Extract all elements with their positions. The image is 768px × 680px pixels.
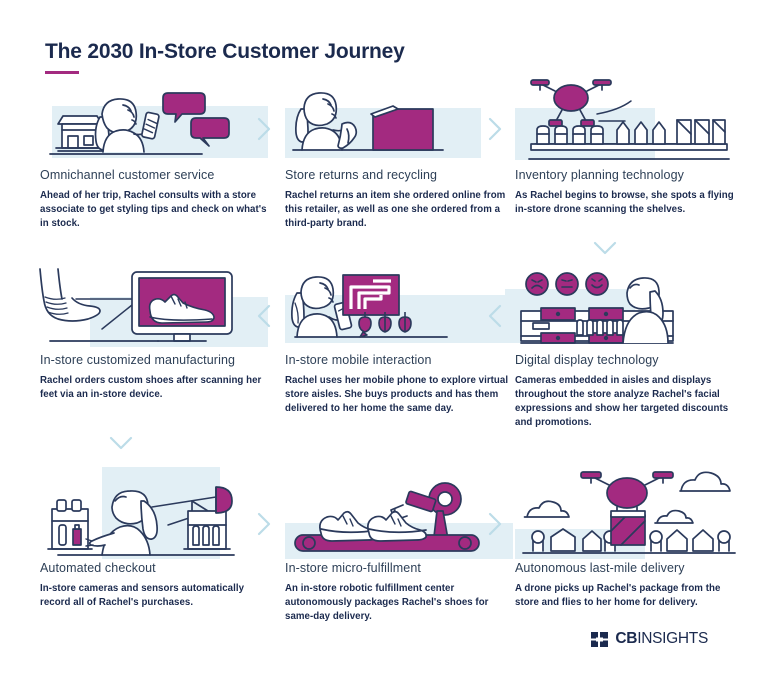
journey-step-7: Automated checkout In-store cameras and … <box>40 467 268 610</box>
step-body: Rachel returns an item she ordered onlin… <box>285 190 506 230</box>
step-body: Rachel orders custom shoes after scannin… <box>40 375 262 401</box>
step-heading: Omnichannel customer service <box>40 168 215 182</box>
page-title: The 2030 In-Store Customer Journey <box>45 40 405 63</box>
journey-step-3: Inventory planning technology As Rachel … <box>515 79 743 217</box>
journey-step-2: Store returns and recycling Rachel retur… <box>285 82 513 231</box>
journey-row-3: Automated checkout In-store cameras and … <box>0 467 768 652</box>
flow-arrow-right-1 <box>256 116 272 142</box>
illustration-automated-checkout <box>40 467 268 559</box>
step-body: A drone picks up Rachel's package from t… <box>515 583 721 609</box>
flow-arrow-right-2 <box>487 116 503 142</box>
illustration-digital-display-technology <box>505 267 743 347</box>
step-body: Cameras embedded in aisles and displays … <box>515 375 729 429</box>
logo-insights-text: INSIGHTS <box>637 630 708 647</box>
journey-step-4: In-store customized manufacturing Rachel… <box>39 267 268 402</box>
journey-step-5: In-store mobile interaction Rachel uses … <box>285 267 513 416</box>
logo-cb-text: CB <box>615 630 638 647</box>
step-heading: In-store mobile interaction <box>285 353 432 367</box>
flow-arrow-left-1 <box>256 303 272 329</box>
step-heading: Automated checkout <box>40 561 156 575</box>
step-body: In-store cameras and sensors automatical… <box>40 583 245 609</box>
step-heading: Store returns and recycling <box>285 168 438 182</box>
flow-arrow-right-3 <box>256 511 272 537</box>
flow-arrow-right-4 <box>487 511 503 537</box>
journey-row-2: In-store customized manufacturing Rachel… <box>0 267 768 467</box>
step-heading: Autonomous last-mile delivery <box>515 561 685 575</box>
page-title-block: The 2030 In-Store Customer Journey <box>45 40 405 75</box>
illustration-inventory-planning-technology <box>515 79 743 162</box>
step-heading: Inventory planning technology <box>515 168 684 182</box>
journey-step-1: Omnichannel customer service Ahead of he… <box>40 82 268 231</box>
illustration-in-store-customized-manufacturing <box>39 267 268 347</box>
flow-arrow-down-1 <box>592 240 618 256</box>
illustration-omnichannel-customer-service <box>40 82 268 162</box>
step-body: An in-store robotic fulfillment center a… <box>285 583 489 623</box>
cb-insights-logo: CBINSIGHTS <box>591 630 708 648</box>
journey-step-8: In-store micro-fulfillment An in-store r… <box>285 467 513 624</box>
journey-step-6: Digital display technology Cameras embed… <box>505 267 743 430</box>
journey-row-1: Omnichannel customer service Ahead of he… <box>0 79 768 267</box>
flow-arrow-left-2 <box>487 303 503 329</box>
journey-step-9: Autonomous last-mile delivery A drone pi… <box>515 467 743 610</box>
step-heading: In-store micro-fulfillment <box>285 561 421 575</box>
title-accent-rule <box>45 71 79 75</box>
step-heading: In-store customized manufacturing <box>40 353 236 367</box>
illustration-store-returns-and-recycling <box>285 82 513 162</box>
cb-insights-wordmark: CBINSIGHTS <box>615 630 708 648</box>
step-body: Rachel uses her mobile phone to explore … <box>285 375 509 415</box>
illustration-autonomous-last-mile-delivery <box>515 467 743 559</box>
cb-insights-mark-icon <box>591 631 609 647</box>
step-heading: Digital display technology <box>515 353 659 367</box>
illustration-in-store-micro-fulfillment <box>285 467 513 559</box>
step-body: As Rachel begins to browse, she spots a … <box>515 190 734 216</box>
journey-grid: Omnichannel customer service Ahead of he… <box>0 79 768 652</box>
illustration-in-store-mobile-interaction <box>285 267 513 347</box>
step-body: Ahead of her trip, Rachel consults with … <box>40 190 267 230</box>
flow-arrow-down-2 <box>108 435 134 451</box>
